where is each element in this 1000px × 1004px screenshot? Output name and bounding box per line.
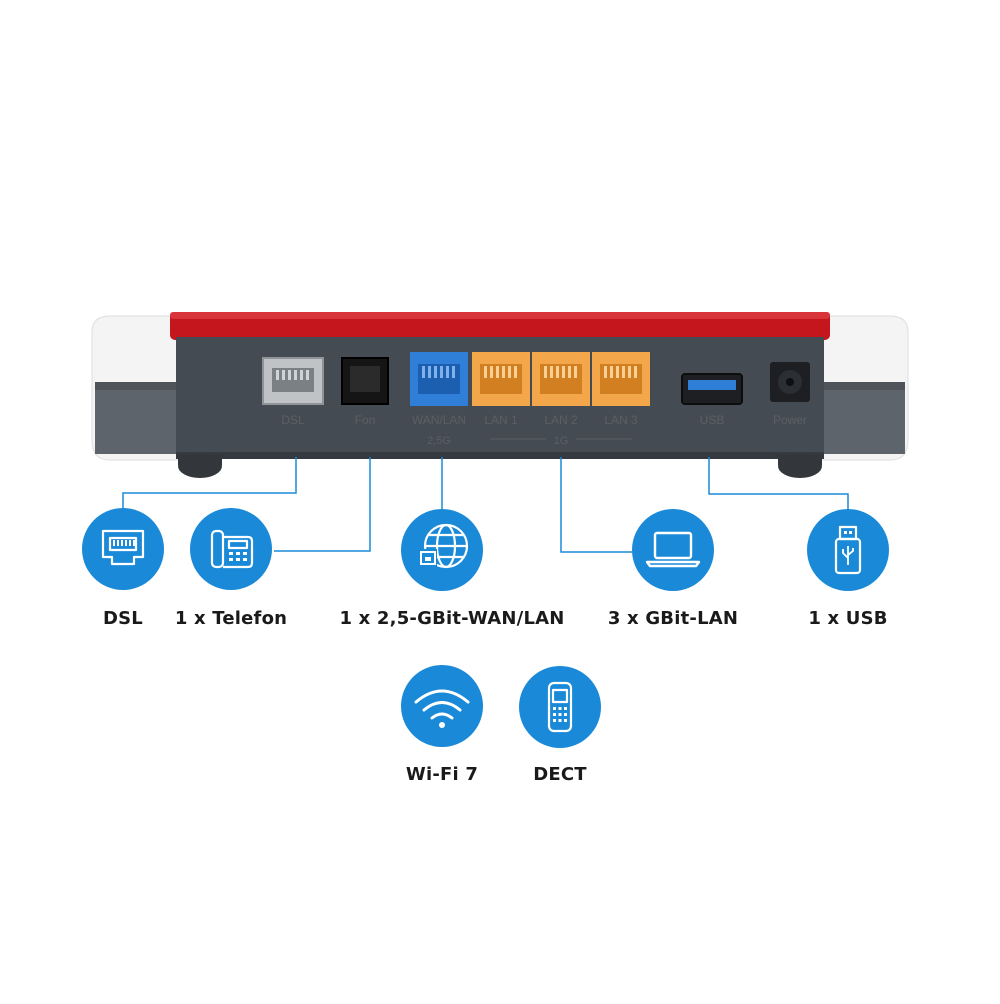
lan3-port [592,352,650,406]
power-port [770,362,810,402]
lan2-port [532,352,590,406]
port-speed-wan: 2,5G [427,435,451,447]
port-label-dsl: DSL [281,413,305,427]
feature-label-wan: 1 x 2,5-GBit-WAN/LAN [339,608,565,629]
port-speed-lan: 1G [554,435,569,447]
port-label-wan: WAN/LAN [412,413,466,427]
fon-port [341,357,389,405]
feature-label-telefon: 1 x Telefon [174,608,288,629]
feature-label-dect: DECT [533,764,587,785]
laptop-icon [632,509,714,591]
globe-network-icon [401,509,483,591]
feature-label-dsl: DSL [103,608,143,629]
dect-handset-icon [519,666,601,748]
feature-label-usb: 1 x USB [808,608,888,629]
wifi-icon [401,665,483,747]
feature-label-lan: 3 x GBit-LAN [607,608,739,629]
port-label-lan3: LAN 3 [604,413,638,427]
port-label-power: Power [773,413,807,427]
port-labels: DSL Fon WAN/LAN LAN 1 LAN 2 LAN 3 USB Po… [281,413,807,447]
rj45-port-icon [82,508,164,590]
dsl-port [262,357,324,405]
feature-label-wifi: Wi-Fi 7 [405,764,479,785]
wan-lan-port [410,352,468,406]
port-label-lan2: LAN 2 [544,413,578,427]
port-label-usb: USB [700,413,725,427]
connector-lines [122,457,849,553]
lan1-port [472,352,530,406]
port-label-fon: Fon [355,413,376,427]
usb-port [681,373,743,405]
port-label-lan1: LAN 1 [484,413,518,427]
telephone-icon [190,508,272,590]
usb-stick-icon [807,509,889,591]
